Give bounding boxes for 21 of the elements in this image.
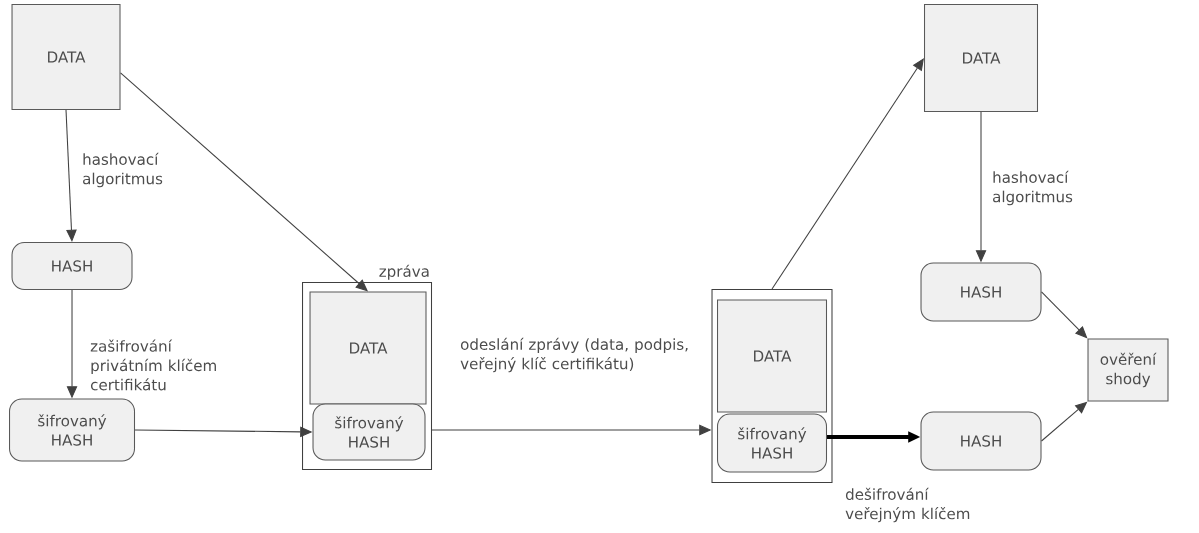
data-box: DATA bbox=[309, 291, 427, 405]
edge-label: hashovací algoritmus bbox=[83, 152, 163, 188]
arrow bbox=[65, 109, 77, 242]
hash-box: šifrovaný HASH bbox=[9, 398, 136, 462]
edge-label: dešifrování veřejným klíčem bbox=[845, 487, 970, 523]
hash-box: HASH bbox=[920, 411, 1042, 471]
hash-box: HASH bbox=[11, 241, 133, 290]
hash-box: šifrovaný HASH bbox=[312, 403, 426, 461]
arrow bbox=[1041, 291, 1088, 339]
data-box: DATA bbox=[924, 4, 1039, 112]
arrow bbox=[120, 72, 368, 292]
arrow bbox=[771, 58, 924, 290]
data-box: DATA bbox=[717, 299, 828, 413]
edge-label: odeslání zprávy (data, podpis, veřejný klíč certifikátu) bbox=[460, 337, 688, 373]
edge-label: zašifrování privátním klíčem certifikátu bbox=[90, 339, 216, 391]
node-label: zpráva bbox=[379, 264, 429, 280]
hash-box: šifrovaný HASH bbox=[717, 413, 828, 473]
data-box: DATA bbox=[11, 4, 121, 110]
edge-label: hashovací algoritmus bbox=[993, 170, 1073, 206]
result-box: ověření shody bbox=[1087, 338, 1169, 402]
hash-box: HASH bbox=[920, 262, 1042, 322]
